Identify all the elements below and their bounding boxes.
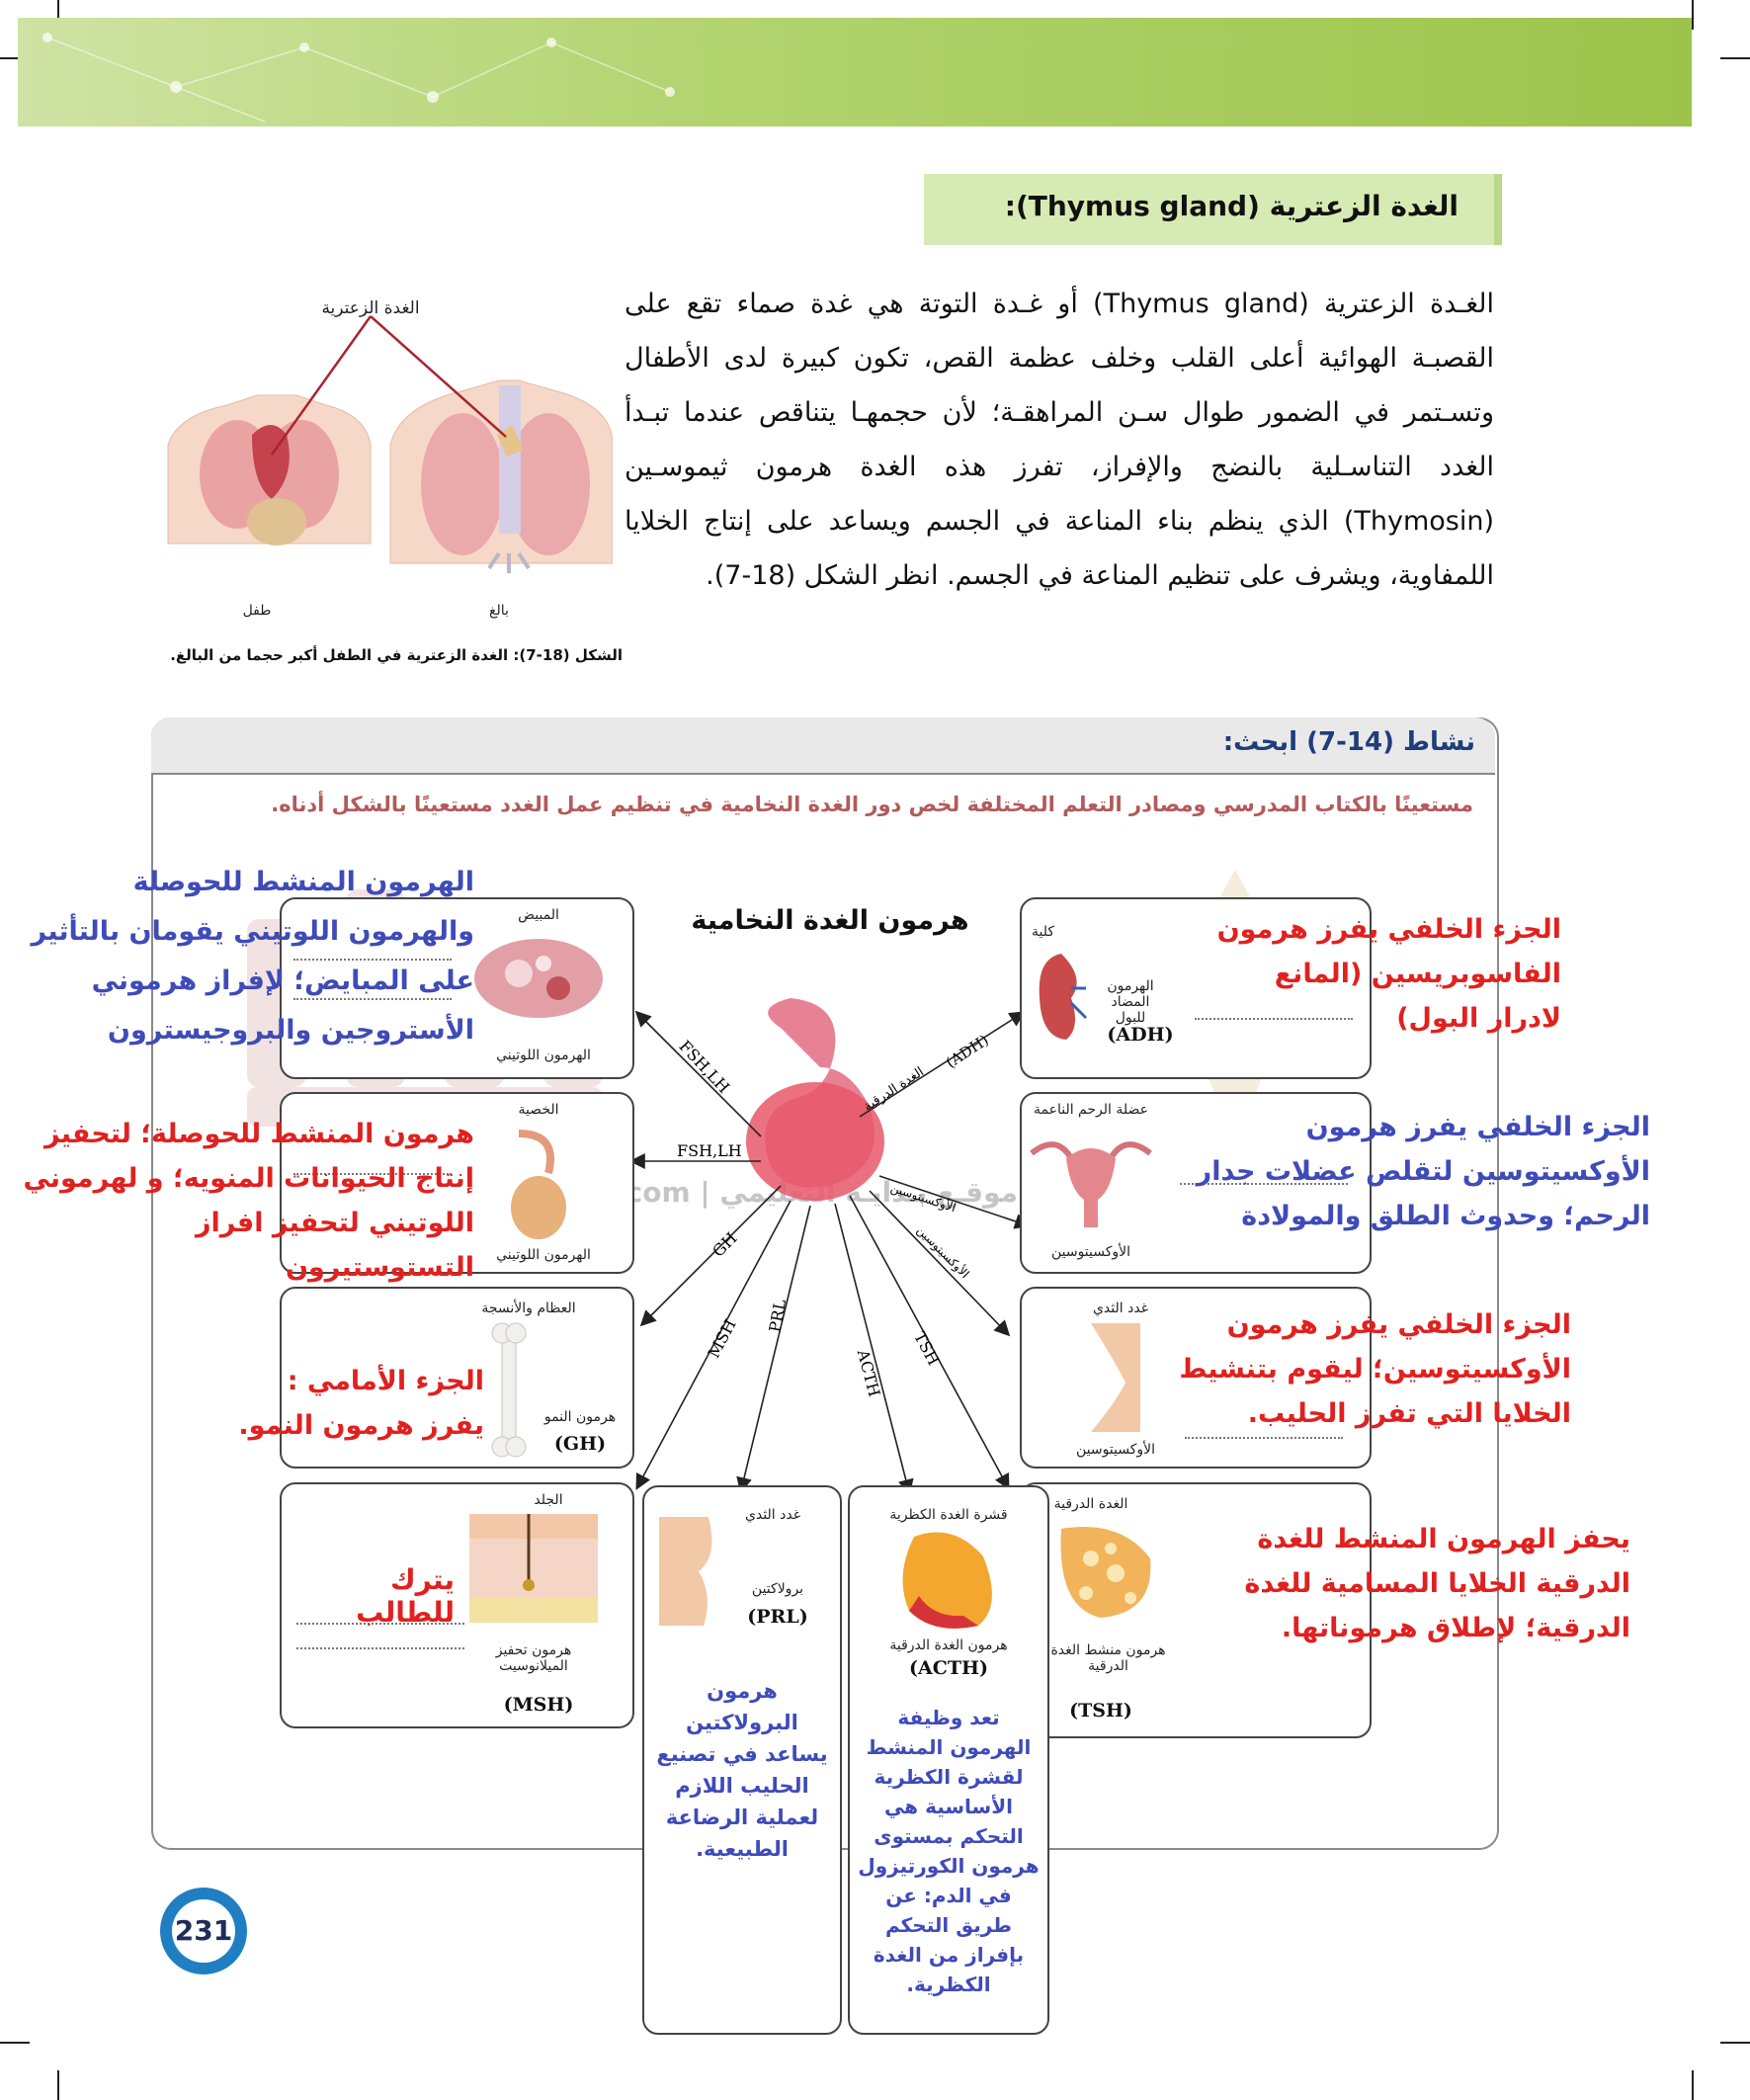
answer-thyroid: يحفز الهرمون المنشط للغدة الدرقية الخلاي… — [1176, 1517, 1630, 1650]
bone-image — [484, 1318, 534, 1462]
bone-hormone-code: (GH) — [541, 1433, 620, 1455]
uterus-image — [1027, 1129, 1155, 1227]
section-title-bar: الغدة الزعترية (Thymus gland): — [924, 174, 1502, 245]
crop-mark — [1692, 0, 1694, 30]
answer-ovary: الهرمون المنشط للحوصلة والهرمون اللوتيني… — [10, 858, 474, 1055]
acth-hormone-code: (ACTH) — [870, 1657, 1028, 1679]
answer-uterus: الجزء الخلفي يفرز هرمون الأوكسيتوسين لتق… — [1176, 1105, 1650, 1238]
testis-organ-label: الخصية — [499, 1102, 578, 1118]
answer-bone: الجزء الأمامي : يفرز هرمون النمو. — [237, 1359, 484, 1448]
header-banner — [18, 18, 1692, 126]
thyroid-hormone-label: هرمون منشط الغدة الدرقية — [1042, 1642, 1175, 1674]
card-acth: قشرة الغدة الكظرية هرمون الغدة الدرقية (… — [848, 1485, 1049, 2035]
breast-image — [1086, 1323, 1145, 1432]
skin-image — [469, 1514, 598, 1623]
activity-title: نشاط (14-7) ابحث: — [1223, 727, 1475, 757]
crop-mark — [1692, 2070, 1694, 2100]
ovary-hormone-label: الهرمون اللوتيني — [474, 1048, 613, 1063]
bone-organ-label: العظام والأنسجة — [469, 1301, 588, 1316]
uterus-organ-label: عضلة الرحم الناعمة — [1027, 1102, 1155, 1118]
prl-image — [659, 1517, 718, 1626]
testis-image — [499, 1124, 578, 1242]
answer-prl: هرمون البرولاكتين يساعد في تصنيع الحليب … — [652, 1675, 832, 1865]
answer-kidney: الجزء الخلفي يفرز هرمون الفاسوبريسين (ال… — [1206, 907, 1561, 1041]
label-child: طفل — [227, 603, 287, 619]
answer-skin: يترك للطالب — [287, 1563, 455, 1629]
answer-line — [1185, 1437, 1343, 1439]
arrow-label-fsh-lh-2: FSH,LH — [677, 1141, 742, 1160]
thyroid-image — [1051, 1519, 1160, 1628]
thyroid-hormone-code: (TSH) — [1061, 1700, 1140, 1722]
uterus-hormone-label: الأوكسيتوسين — [1042, 1244, 1140, 1260]
testis-hormone-label: الهرمون اللوتيني — [474, 1247, 613, 1263]
answer-testis: هرمون المنشط للحوصلة؛ لتحفيز إنتاج الحيو… — [10, 1112, 474, 1290]
activity-header: نشاط (14-7) ابحث: — [151, 717, 1495, 775]
label-adult: بالغ — [469, 603, 529, 619]
crop-mark — [57, 2070, 59, 2100]
pituitary-title: هرمون الغدة النخامية — [682, 905, 978, 936]
acth-image — [894, 1527, 1003, 1636]
crop-mark — [1720, 2042, 1750, 2044]
skin-organ-label: الجلد — [519, 1492, 578, 1508]
kidney-hormone-code: (ADH) — [1101, 1024, 1180, 1046]
bone-hormone-label: هرمون النمو — [541, 1409, 620, 1425]
acth-hormone-label: هرمون الغدة الدرقية — [870, 1638, 1028, 1653]
figure-caption: الشكل (18-7): الغدة الزعترية في الطفل أك… — [158, 646, 623, 664]
kidney-hormone-label: الهرمون المضاد للبول — [1096, 978, 1165, 1026]
section-paragraph: الغـدة الزعترية (Thymus gland) أو غـدة ا… — [625, 277, 1494, 603]
crop-mark — [1720, 57, 1750, 59]
breast-organ-label: غدد الثدي — [1081, 1301, 1160, 1316]
prl-hormone-label: برولاكتين — [733, 1581, 822, 1597]
thymus-figure: الغدة الزعترية بالغ طفل — [158, 287, 613, 642]
answer-acth: تعد وظيفة الهرمون المنشط لقشرة الكظرية ا… — [858, 1703, 1040, 1999]
skin-hormone-label: هرمون تحفيز الميلانوسيت — [459, 1642, 608, 1674]
breast-hormone-label: الأوكسيتوسين — [1066, 1442, 1165, 1458]
answer-line — [296, 1647, 464, 1649]
kidney-organ-label: كلية — [1032, 924, 1054, 940]
crop-mark — [0, 2042, 30, 2044]
answer-breast: الجزء الخلفي يفرز هرمون الأوكسيتوسين؛ لي… — [1176, 1302, 1571, 1436]
prl-hormone-code: (PRL) — [733, 1606, 822, 1628]
ovary-image — [464, 929, 613, 1028]
page-number: 231 — [172, 1899, 235, 1963]
prl-organ-label: غدد الثدي — [733, 1507, 812, 1523]
page-number-badge: 231 — [160, 1888, 247, 1974]
activity-instruction: مستعينًا بالكتاب المدرسي ومصادر التعلم ا… — [271, 793, 1473, 816]
thyroid-organ-label: الغدة الدرقية — [1042, 1496, 1140, 1512]
acth-organ-label: قشرة الغدة الكظرية — [870, 1507, 1028, 1523]
ovary-organ-label: المبيض — [499, 907, 578, 923]
kidney-image — [1032, 949, 1091, 1048]
skin-hormone-code: (MSH) — [479, 1694, 598, 1716]
card-prl: غدد الثدي برولاكتين (PRL) هرمون البرولاك… — [642, 1485, 842, 2035]
label-thymus: الغدة الزعترية — [311, 298, 430, 318]
section-title: الغدة الزعترية (Thymus gland): — [1005, 190, 1458, 222]
